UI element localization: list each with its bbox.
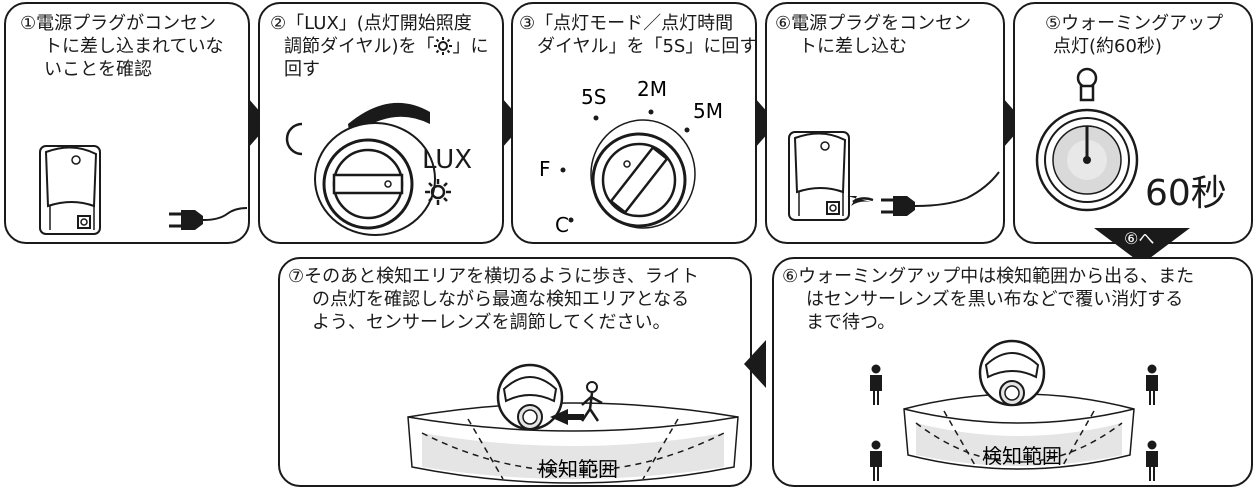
step2-line3: 回す [284, 59, 320, 80]
mark-5m: 5M [693, 99, 723, 123]
mark-c: C [555, 213, 569, 237]
timer-label: 60秒 [1145, 173, 1227, 214]
step4-line2: トに差し込む [799, 36, 907, 57]
step5-line2: 点灯(約60秒) [1053, 36, 1162, 57]
area-label: 検知範囲 [982, 444, 1062, 468]
step6b-text: ⑥ウォーミングアップ中は検知範囲から出る、また はセンサーレンズを黒い布などで覆… [782, 265, 1194, 334]
step6b-line3: まで待つ。 [806, 312, 896, 333]
step2-line2-text: 調節ダイヤル)を「 [284, 36, 435, 57]
plug-icon [847, 171, 1000, 216]
next-step-badge [1094, 228, 1190, 264]
person-icon [1146, 364, 1158, 405]
next-step-label: ⑥へ [1124, 229, 1155, 248]
step5-text: ⑤ウォーミングアップ 点灯(約60秒) [1045, 12, 1223, 58]
step2-text: ②「LUX」(点灯開始照度 調節ダイヤル)を「」に 回す [270, 12, 488, 81]
step3-panel: ③「点灯モード／点灯時間 ダイヤル」を「5S」に回す 5S 2M 5M F C [511, 2, 757, 244]
detection-area-diagram: 検知範囲 [870, 339, 1158, 481]
step2-line2: 調節ダイヤル)を「」に [270, 35, 488, 58]
dial-icon: 5S 2M 5M F C [539, 77, 723, 237]
step2-line2-suffix: 」に [452, 36, 489, 57]
step3-text: ③「点灯モード／点灯時間 ダイヤル」を「5S」に回す [519, 12, 757, 58]
step7-line2: の点灯を確認しながら最適な検知エリアとなる [312, 289, 690, 310]
step7-line3: よう、センサーレンズを調節してください。 [312, 312, 671, 333]
mark-2m: 2M [637, 77, 667, 101]
dial-icon: LUX [285, 102, 472, 236]
step1-line2: トに差し込まれていな [44, 36, 224, 57]
sun-icon [434, 37, 453, 55]
step4-panel: ⑥電源プラグをコンセン トに差し込む [765, 2, 1005, 244]
plug-icon [169, 207, 248, 230]
outlet-icon [788, 131, 850, 221]
moon-icon [285, 122, 303, 156]
sensor-icon [496, 363, 564, 431]
step7-line1: ⑦そのあと検知エリアを横切るように歩き、ライト [288, 266, 699, 287]
stopwatch-icon [1035, 67, 1139, 212]
step6b-panel: ⑥ウォーミングアップ中は検知範囲から出る、また はセンサーレンズを黒い布などで覆… [772, 257, 1253, 487]
step6b-line2: はセンサーレンズを黒い布などで覆い消灯する [806, 289, 1184, 310]
step2-line1: ②「LUX」(点灯開始照度 [270, 13, 472, 34]
mark-f: F [539, 157, 551, 181]
step1-line3: いことを確認 [44, 59, 152, 80]
person-icon [870, 440, 882, 481]
step4-text: ⑥電源プラグをコンセン トに差し込む [775, 12, 971, 58]
step5-line1: ⑤ウォーミングアップ [1045, 13, 1224, 34]
lux-label: LUX [422, 145, 472, 175]
sun-icon [425, 179, 451, 205]
sensor-icon [978, 339, 1046, 407]
step3-line1: ③「点灯モード／点灯時間 [519, 13, 734, 34]
arrow-left-icon [744, 340, 766, 388]
person-icon [870, 364, 882, 405]
step5-panel: ⑤ウォーミングアップ 点灯(約60秒) 60秒 [1013, 2, 1253, 244]
area-label: 検知範囲 [538, 457, 618, 481]
arrow-left-icon [550, 409, 584, 425]
step7-panel: ⑦そのあと検知エリアを横切るように歩き、ライト の点灯を確認しながら最適な検知エ… [278, 257, 752, 487]
step4-line1: ⑥電源プラグをコンセン [775, 13, 972, 34]
step3-line2: ダイヤル」を「5S」に回す [537, 36, 758, 57]
step1-text: ①電源プラグがコンセン トに差し込まれていな いことを確認 [20, 12, 223, 81]
mark-5s: 5S [581, 85, 606, 109]
step1-line1: ①電源プラグがコンセン [20, 13, 217, 34]
step6b-line1: ⑥ウォーミングアップ中は検知範囲から出る、また [782, 266, 1195, 287]
person-icon [580, 381, 603, 422]
outlet-icon [39, 145, 101, 235]
step1-panel: ①電源プラグがコンセン トに差し込まれていな いことを確認 [4, 2, 250, 244]
step2-panel: ②「LUX」(点灯開始照度 調節ダイヤル)を「」に 回す LUX [258, 2, 504, 244]
detection-area-diagram: 検知範囲 [407, 363, 739, 484]
step7-text: ⑦そのあと検知エリアを横切るように歩き、ライト の点灯を確認しながら最適な検知エ… [288, 265, 699, 334]
person-icon [1146, 440, 1158, 481]
